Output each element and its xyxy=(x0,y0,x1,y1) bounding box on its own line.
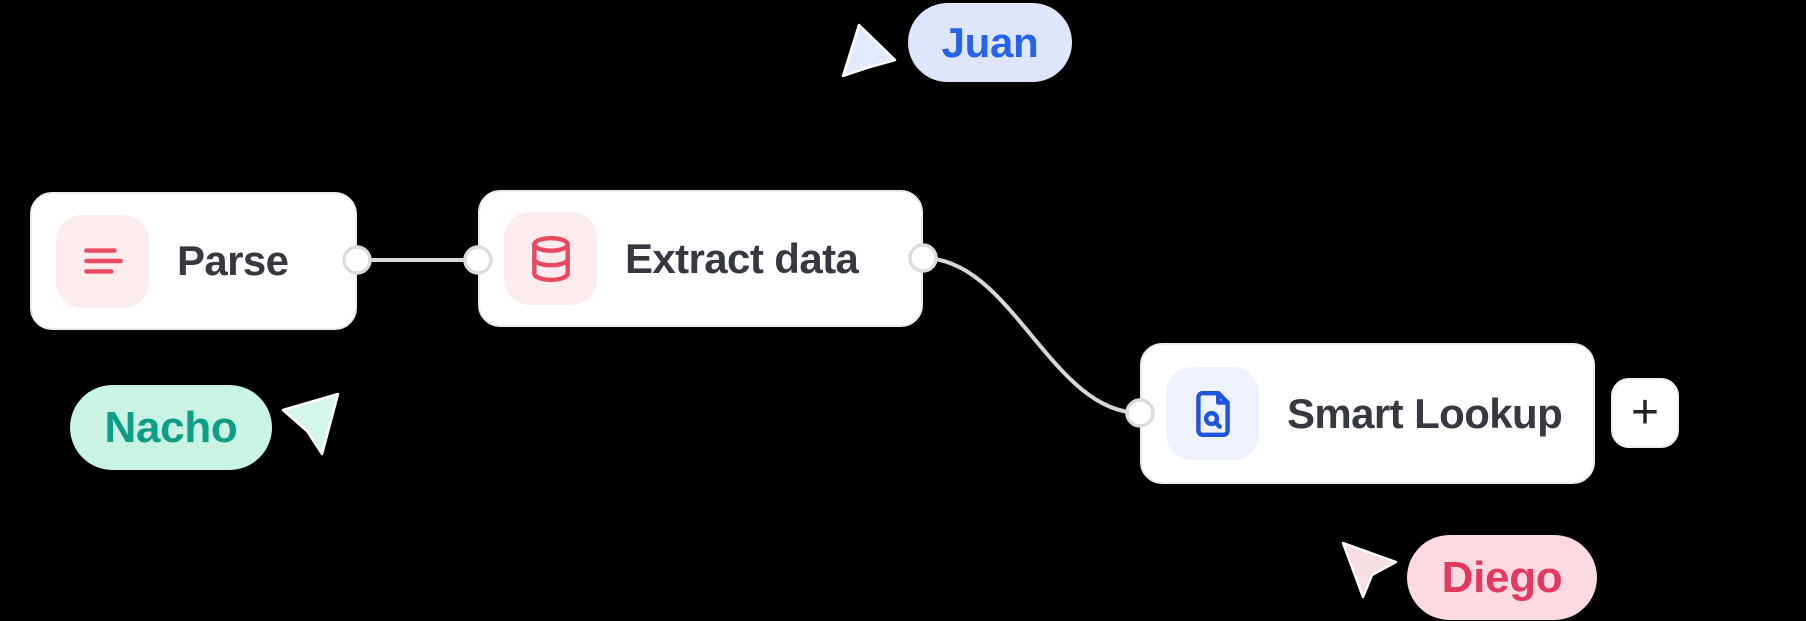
plus-icon: + xyxy=(1630,386,1660,439)
user-name: Diego xyxy=(1441,552,1563,602)
smart-lookup-icon-box xyxy=(1166,367,1259,460)
user-label-juan: Juan xyxy=(908,3,1072,82)
user-name: Nacho xyxy=(104,402,238,452)
file-search-icon xyxy=(1195,390,1230,437)
node-smart-lookup[interactable]: Smart Lookup xyxy=(1140,343,1595,484)
node-extract-data[interactable]: Extract data xyxy=(478,190,923,327)
user-label-nacho: Nacho xyxy=(70,385,272,470)
node-smart-lookup-label: Smart Lookup xyxy=(1287,389,1563,437)
add-node-button[interactable]: + xyxy=(1611,378,1679,448)
database-icon xyxy=(531,235,570,282)
node-extract-data-label: Extract data xyxy=(625,234,859,282)
user-label-diego: Diego xyxy=(1407,535,1597,620)
connection-extract-smart[interactable] xyxy=(921,256,1142,415)
align-left-icon xyxy=(83,248,123,274)
node-parse-label: Parse xyxy=(177,237,289,284)
node-parse[interactable]: Parse xyxy=(30,192,357,330)
user-name: Juan xyxy=(941,18,1039,66)
parse-icon-box xyxy=(56,214,149,308)
extract-data-icon-box xyxy=(504,212,597,305)
